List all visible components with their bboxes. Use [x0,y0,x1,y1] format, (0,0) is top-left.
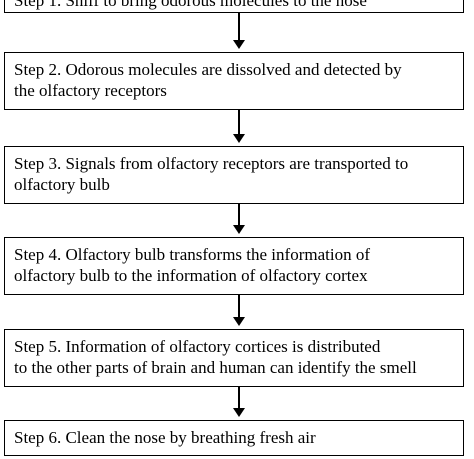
arrow-down-icon [233,317,245,326]
step-box-2: Step 2. Odorous molecules are dissolved … [4,52,464,110]
step-4-line-1: Step 4. Olfactory bulb transforms the in… [14,245,370,264]
arrow-line-4-5 [238,295,240,318]
step-5-line-2: to the other parts of brain and human ca… [14,358,417,377]
arrow-line-1-2 [238,13,240,40]
step-4-line-2: olfactory bulb to the information of olf… [14,266,368,285]
step-box-5: Step 5. Information of olfactory cortice… [4,329,464,387]
arrow-down-icon [233,40,245,49]
step-1-line-1: Step 1. Sniff to bring odorous molecules… [14,0,367,10]
step-2-line-1: Step 2. Odorous molecules are dissolved … [14,60,402,79]
step-box-6: Step 6. Clean the nose by breathing fres… [4,420,464,456]
arrow-down-icon [233,134,245,143]
step-box-3: Step 3. Signals from olfactory receptors… [4,146,464,204]
step-3-line-2: olfactory bulb [14,175,110,194]
step-2-line-2: the olfactory receptors [14,81,167,100]
step-3-line-1: Step 3. Signals from olfactory receptors… [14,154,409,173]
step-box-4: Step 4. Olfactory bulb transforms the in… [4,237,464,295]
step-6-line-1: Step 6. Clean the nose by breathing fres… [14,428,316,447]
step-5-line-1: Step 5. Information of olfactory cortice… [14,337,381,356]
arrow-line-5-6 [238,387,240,409]
arrow-line-3-4 [238,204,240,226]
arrow-line-2-3 [238,110,240,135]
arrow-down-icon [233,225,245,234]
step-box-1: Step 1. Sniff to bring odorous molecules… [4,0,464,13]
arrow-down-icon [233,408,245,417]
